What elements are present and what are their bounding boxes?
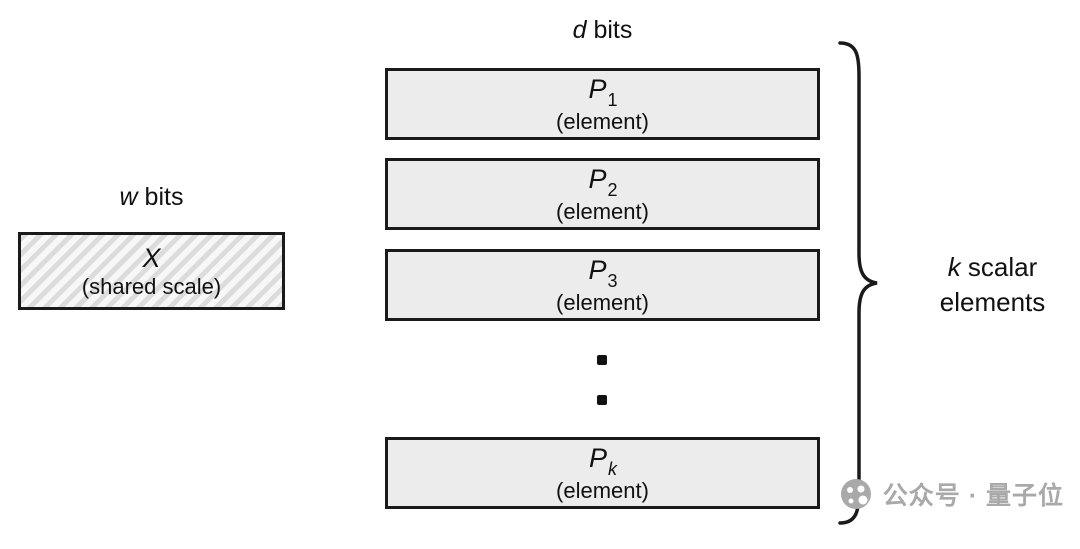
element-box-p1: P1 (element) — [385, 68, 820, 140]
pk-sub: k — [608, 459, 617, 480]
w-label-rest: bits — [137, 183, 184, 211]
k-variable: k — [947, 252, 961, 282]
element-caption: (element) — [556, 199, 649, 225]
p1-sub: 1 — [607, 90, 618, 111]
watermark: 公众号 · 量子位 — [838, 476, 1064, 512]
d-variable: d — [572, 16, 587, 44]
d-label-rest: bits — [586, 16, 633, 44]
element-title: P2 — [588, 163, 618, 201]
right-group-label-line2: elements — [939, 287, 1046, 318]
right-group-label: k scalar elements — [905, 250, 1080, 320]
element-box-p3: P3 (element) — [385, 249, 820, 321]
element-box-pk: Pk (element) — [385, 437, 820, 509]
top-dimension-label: d bits — [385, 16, 820, 45]
element-box-p2: P2 (element) — [385, 158, 820, 230]
p3-base: P — [588, 254, 607, 285]
w-variable: w — [119, 183, 138, 211]
p1-base: P — [588, 73, 607, 104]
curly-brace — [838, 41, 878, 525]
p2-sub: 2 — [607, 180, 618, 201]
element-caption: (element) — [556, 478, 649, 504]
left-dimension-label: w bits — [18, 183, 285, 212]
qbitai-logo-icon — [840, 479, 871, 509]
element-title: P1 — [588, 73, 618, 111]
element-caption: (element) — [556, 109, 649, 135]
ellipsis-dot — [597, 355, 607, 365]
shared-scale-box: X (shared scale) — [18, 232, 285, 310]
watermark-text: 公众号 · 量子位 — [882, 482, 1064, 510]
k-label-rest: scalar — [960, 252, 1038, 282]
p2-base: P — [588, 163, 607, 194]
shared-scale-title: X — [142, 243, 161, 274]
ellipsis-dot — [597, 395, 607, 405]
vertical-ellipsis — [597, 355, 607, 405]
element-title: P3 — [588, 254, 618, 292]
right-group-label-line1: k scalar — [905, 250, 1080, 285]
element-caption: (element) — [556, 290, 649, 316]
p3-sub: 3 — [607, 271, 618, 292]
element-title: Pk — [588, 442, 617, 480]
shared-scale-caption: (shared scale) — [81, 273, 222, 299]
pk-base: P — [588, 442, 607, 473]
